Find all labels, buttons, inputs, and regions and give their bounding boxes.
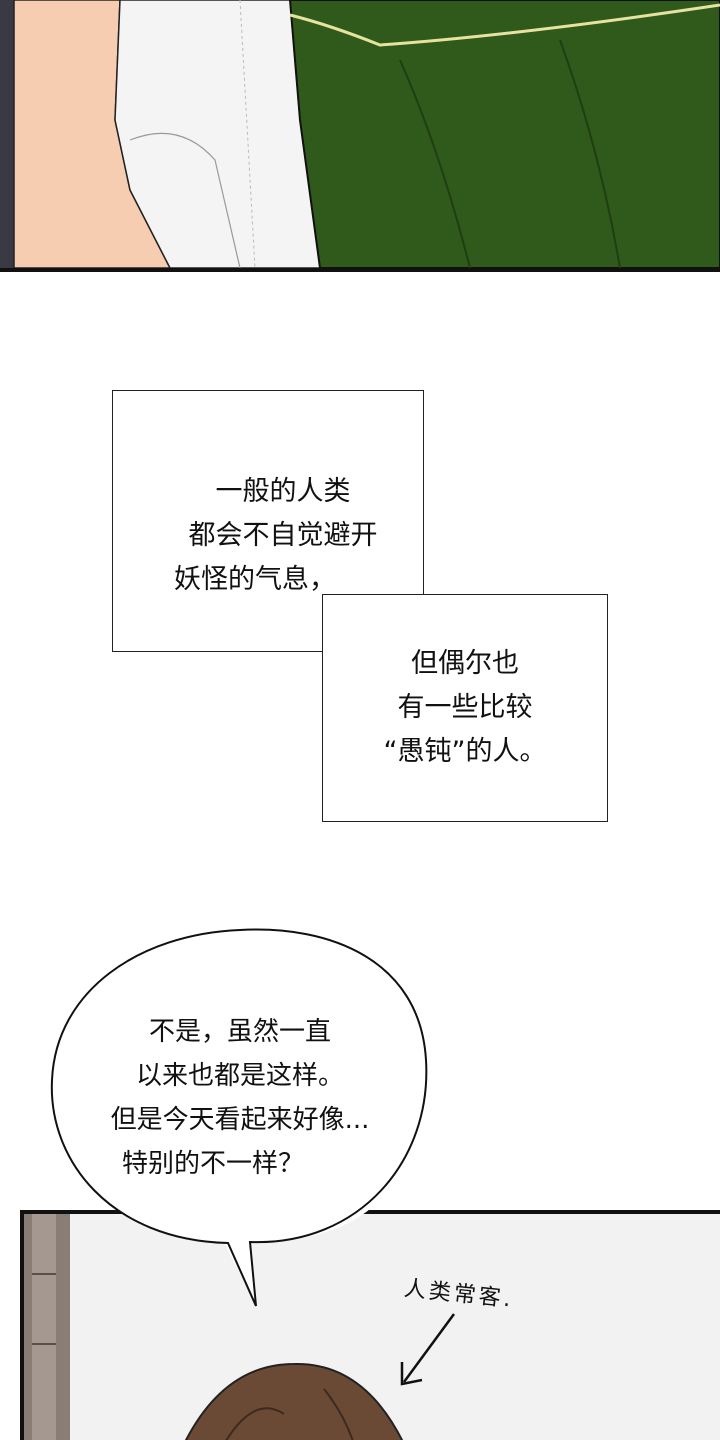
narration-box-2 — [322, 594, 608, 822]
narration-text-1: 一般的人类 都会不自觉避开 妖怪的气息， — [112, 470, 454, 602]
bottom-panel-illustration — [24, 1214, 456, 1440]
hair — [185, 1362, 404, 1440]
bubble-line-2: 以来也都是这样。 — [135, 1061, 344, 1091]
green-robe — [288, 0, 720, 268]
annotation-arrow — [402, 1313, 456, 1383]
narration-2-line-2: 有一些比较 — [397, 692, 533, 723]
narration-1-line-1: 一般的人类 — [215, 476, 351, 507]
bubble-line-3: 但是今天看起来好像... — [110, 1105, 370, 1135]
bubble-line-4: 特别的不一样？ — [122, 1149, 305, 1179]
robe-trim — [289, 3, 720, 47]
narration-2-line-1: 但偶尔也 — [411, 648, 519, 679]
speech-bubble-text: 不是，虽然一直 以来也都是这样。 但是今天看起来好像... 特别的不一样？ — [62, 1010, 418, 1186]
narration-1-line-3: 妖怪的气息， — [174, 564, 336, 595]
top-panel-illustration — [0, 0, 720, 268]
bubble-line-1: 不是，虽然一直 — [148, 1017, 331, 1047]
bottom-panel-art — [20, 1210, 720, 1440]
top-panel-art — [0, 0, 720, 272]
narration-text-2: 但偶尔也 有一些比较 “愚钝”的人。 — [322, 642, 608, 774]
narration-2-line-3: “愚钝”的人。 — [383, 736, 547, 767]
dark-edge — [0, 0, 14, 268]
narration-1-line-2: 都会不自觉避开 — [188, 520, 378, 551]
